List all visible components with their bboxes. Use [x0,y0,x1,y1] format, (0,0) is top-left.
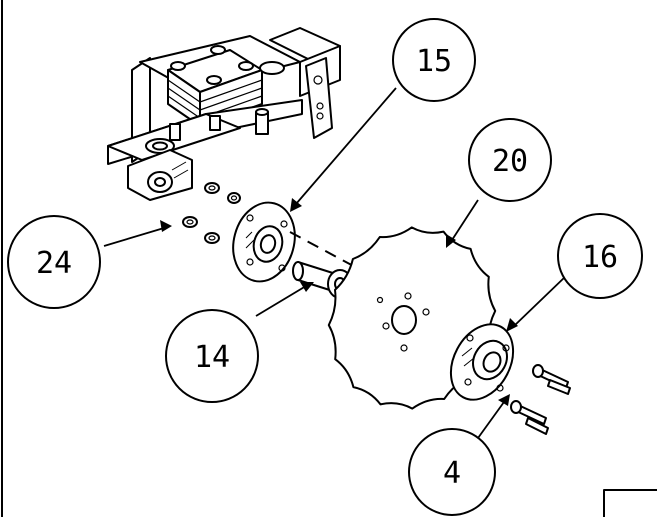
callout-4: 4 [408,394,510,516]
nut-set-24 [182,182,241,244]
callout-16: 16 [506,213,643,332]
callout-14: 14 [165,282,314,403]
callout-24-label: 24 [36,246,72,281]
hub-flange-15 [232,201,296,283]
title-block-corner [603,489,657,517]
bracket-assembly [107,27,341,201]
bolt-set-4 [510,364,571,435]
callout-15: 15 [290,18,476,212]
callout-16-label: 16 [582,240,618,275]
hub-flange-16 [449,323,515,401]
callout-15-label: 15 [416,44,452,79]
callout-4-label: 4 [443,456,461,491]
callout-20-label: 20 [492,144,528,179]
callout-14-label: 14 [194,340,230,375]
callout-24: 24 [7,215,172,309]
callout-20: 20 [446,118,552,248]
